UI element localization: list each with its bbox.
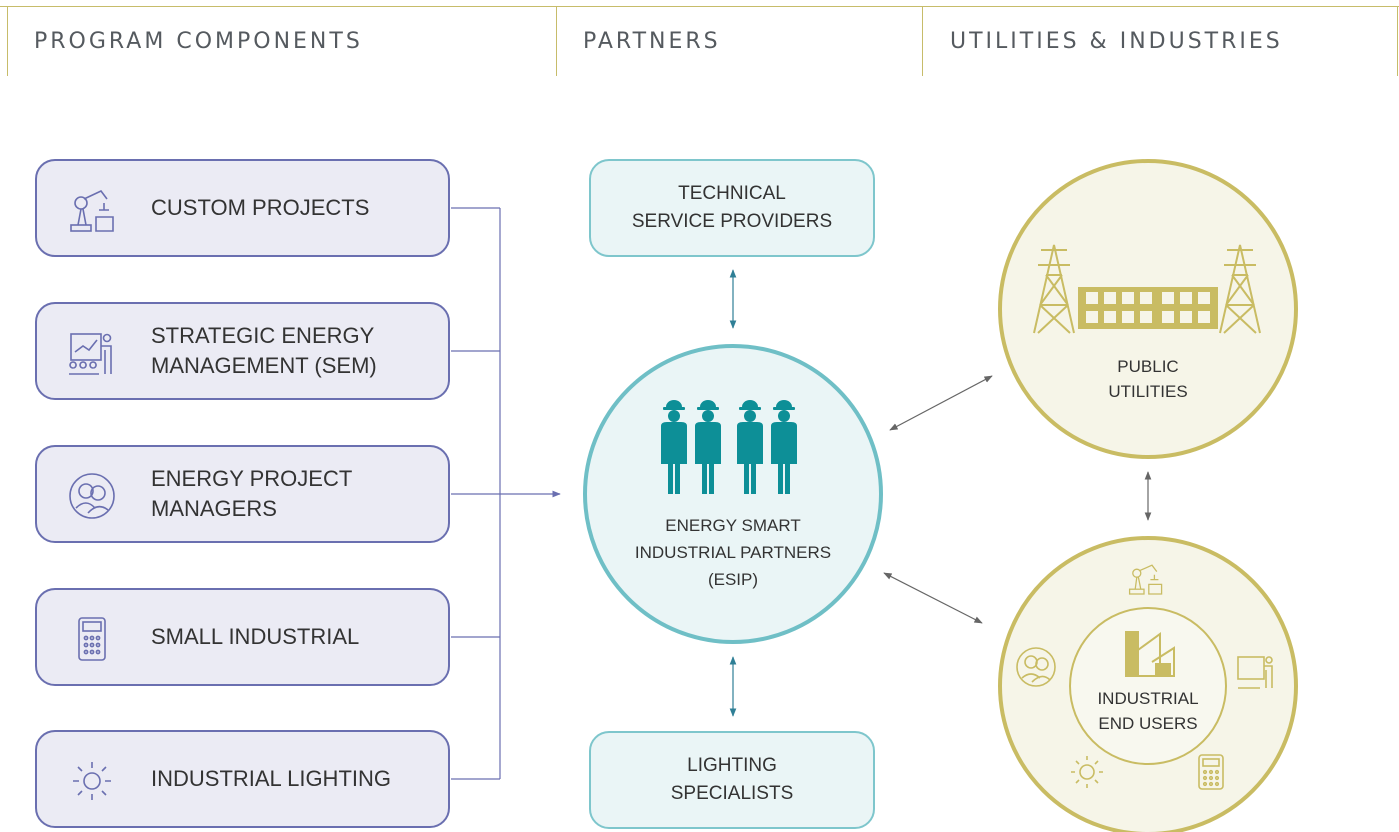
endusers-label-line: END USERS: [1098, 714, 1198, 733]
robot-arm-icon: [70, 189, 114, 232]
partner-label-line: SPECIALISTS: [670, 783, 794, 804]
component-custom-projects: CUSTOM PROJECTS: [35, 159, 450, 257]
component-label-line: MANAGEMENT (SEM): [151, 353, 377, 378]
component-label-line: SMALL INDUSTRIAL: [151, 624, 360, 649]
component-label: STRATEGIC ENERGY MANAGEMENT (SEM): [151, 304, 377, 398]
header-divider: [922, 6, 923, 76]
people-icon: [69, 473, 115, 519]
esip-label-line: ENERGY SMART: [665, 516, 801, 535]
sun-icon: [73, 762, 111, 800]
people-icon: [1016, 647, 1056, 687]
header-label: UTILITIES & INDUSTRIES: [950, 28, 1283, 54]
partner-lighting-specialists: LIGHTING SPECIALISTS: [589, 731, 875, 829]
component-label: SMALL INDUSTRIAL: [151, 590, 359, 684]
esip-label-line: (ESIP): [707, 570, 759, 589]
component-sem: STRATEGIC ENERGY MANAGEMENT (SEM): [35, 302, 450, 400]
endusers-inner-circle: [1069, 607, 1227, 765]
utilities-label: PUBLIC UTILITIES: [1048, 354, 1248, 404]
component-label-line: INDUSTRIAL LIGHTING: [151, 766, 391, 791]
workers-icon: [661, 400, 797, 494]
factory-icon: [1125, 631, 1175, 677]
presentation-icon: [69, 333, 112, 375]
header-divider: [1397, 6, 1398, 76]
presentation-icon: [1237, 656, 1273, 689]
component-label-line: CUSTOM PROJECTS: [151, 195, 370, 220]
arrow-esip-endusers: [883, 572, 983, 624]
component-energy-project-managers: ENERGY PROJECT MANAGERS: [35, 445, 450, 543]
components-bracket: [451, 207, 561, 780]
component-industrial-lighting: INDUSTRIAL LIGHTING: [35, 730, 450, 828]
component-label: CUSTOM PROJECTS: [151, 161, 369, 255]
header-rule: [0, 6, 1399, 7]
sun-icon: [1071, 756, 1103, 788]
header-utilities-industries: UTILITIES & INDUSTRIES: [950, 6, 1283, 76]
partner-label-line: LIGHTING: [687, 755, 777, 776]
component-label: INDUSTRIAL LIGHTING: [151, 732, 391, 826]
component-label-line: MANAGERS: [151, 496, 277, 521]
component-label-line: ENERGY PROJECT: [151, 466, 353, 491]
header-divider: [556, 6, 557, 76]
partner-technical-service-providers: TECHNICAL SERVICE PROVIDERS: [589, 159, 875, 257]
component-label-line: STRATEGIC ENERGY: [151, 323, 375, 348]
header-label: PARTNERS: [583, 28, 721, 54]
partner-label-line: SERVICE PROVIDERS: [631, 211, 833, 232]
component-label: ENERGY PROJECT MANAGERS: [151, 447, 352, 541]
esip-label-line: INDUSTRIAL PARTNERS: [634, 543, 832, 562]
partner-label-line: TECHNICAL: [678, 183, 786, 204]
endusers-label-line: INDUSTRIAL: [1097, 689, 1199, 708]
header-program-components: PROGRAM COMPONENTS: [34, 6, 363, 76]
arrow-esip-utilities: [889, 375, 993, 431]
header-label: PROGRAM COMPONENTS: [34, 28, 363, 54]
utilities-label-line: PUBLIC: [1117, 357, 1179, 376]
calculator-icon: [78, 617, 106, 661]
component-small-industrial: SMALL INDUSTRIAL: [35, 588, 450, 686]
robot-arm-icon: [1128, 564, 1163, 595]
power-grid-icon: [1033, 244, 1261, 334]
header-partners: PARTNERS: [583, 6, 721, 76]
utilities-label-line: UTILITIES: [1108, 382, 1188, 401]
esip-label: ENERGY SMART INDUSTRIAL PARTNERS (ESIP): [600, 512, 866, 593]
esip-circle: [583, 344, 883, 644]
header-divider: [7, 6, 8, 76]
calculator-icon: [1198, 754, 1224, 790]
endusers-label: INDUSTRIAL END USERS: [1078, 686, 1218, 736]
